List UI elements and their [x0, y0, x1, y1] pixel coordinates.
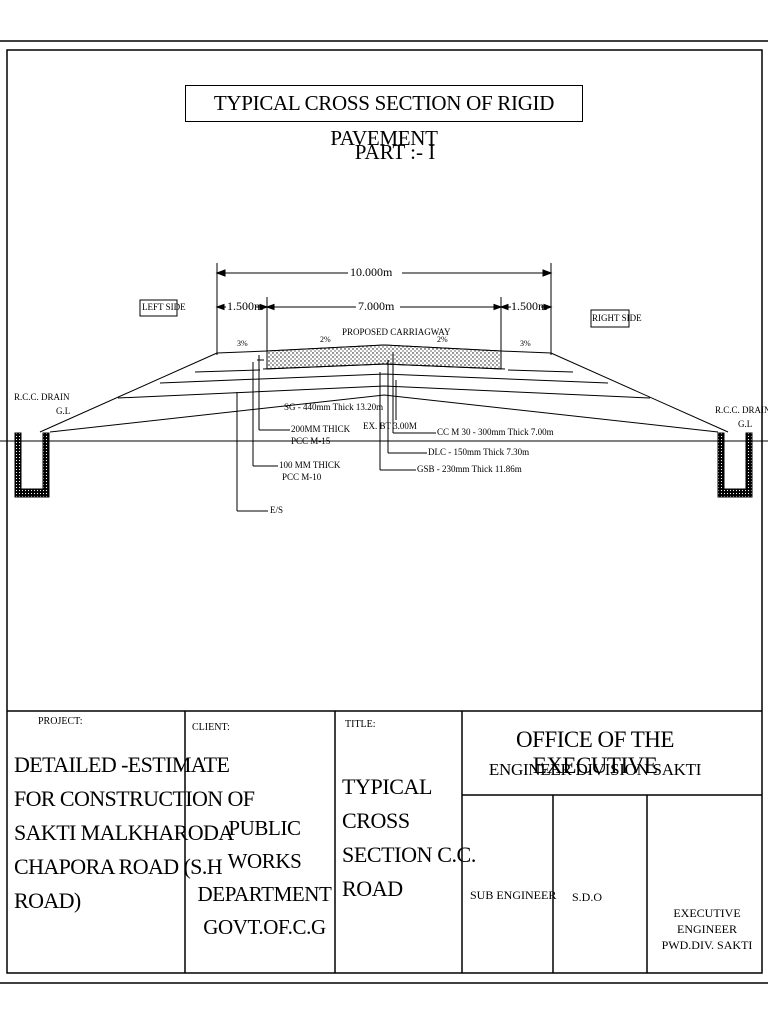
leader-lines: [236, 352, 436, 512]
client-name: PUBLIC WORKS DEPARTMENT GOVT.OF.C.G: [197, 816, 332, 939]
ccm30-label: CC M 30 - 300mm Thick 7.00m: [437, 427, 554, 437]
gl-left-label: G.L: [56, 406, 71, 416]
office-line-1: OFFICE OF THE EXECUTIVE: [516, 727, 674, 778]
rcc-drain-right: [717, 432, 753, 498]
right-side-label: RIGHT SIDE: [592, 313, 642, 323]
drawing-title: TYPICAL CROSS SECTION OF RIGID PAVEMENT: [185, 85, 583, 150]
dimension-lines: [215, 263, 553, 355]
slope-left-cw: 2%: [320, 335, 331, 344]
sub-engineer-label: SUB ENGINEER: [470, 888, 557, 902]
sdo-label: S.D.O: [572, 890, 603, 904]
ex-bt-label: EX. BT 3.00M: [363, 421, 417, 431]
left-side-box: [139, 299, 178, 317]
dim-total: 10.000m: [350, 265, 393, 279]
dlc-label: DLC - 150mm Thick 7.30m: [428, 447, 530, 457]
part-label: PART :- I: [354, 140, 436, 164]
sheet-border: [0, 40, 768, 984]
right-side-box: [590, 309, 630, 328]
dim-left-shoulder: 1.500m: [227, 299, 264, 313]
pcc100-line2: PCC M-10: [282, 472, 322, 482]
client-label: CLIENT:: [192, 722, 230, 733]
office-line-2: ENGINEER DIVISION SAKTI: [488, 760, 702, 779]
rcc-drain-right-label: R.C.C. DRAIN: [715, 405, 768, 415]
pcc200-line1: 200MM THICK: [291, 424, 351, 434]
gsb-label: GSB - 230mm Thick 11.86m: [417, 464, 522, 474]
pcc200-line2: PCC M-15: [291, 436, 331, 446]
executive-engineer-line1: EXECUTIVE ENGINEER: [673, 906, 741, 936]
left-side-label: LEFT SIDE: [142, 302, 186, 312]
gl-right-label: G.L: [738, 419, 753, 429]
drawing-title-block: TYPICAL CROSS SECTION C.C. ROAD: [342, 774, 476, 901]
project-label: PROJECT:: [38, 716, 83, 727]
slope-right-shoulder: 3%: [520, 339, 531, 348]
slope-right-cw: 2%: [437, 335, 448, 344]
sg-label: SG - 440mm Thick 13.20m: [284, 402, 384, 412]
es-label: E/S: [270, 505, 284, 515]
project-description: DETAILED -ESTIMATE FOR CONSTRUCTION OF S…: [14, 752, 255, 913]
title-label: TITLE:: [345, 719, 376, 730]
pcc100-line1: 100 MM THICK: [279, 460, 341, 470]
pavement-layers: [0, 344, 768, 442]
executive-engineer-line2: PWD.DIV. SAKTI: [661, 938, 753, 952]
dim-carriageway: 7.000m: [358, 299, 395, 313]
executive-engineer: EXECUTIVE ENGINEER PWD.DIV. SAKTI: [648, 905, 766, 953]
rcc-drain-left: [14, 432, 50, 498]
slope-left-shoulder: 3%: [237, 339, 248, 348]
dim-right-shoulder: 1.500m: [511, 299, 548, 313]
rcc-drain-left-label: R.C.C. DRAIN: [14, 392, 70, 402]
proposed-carriageway-label: PROPOSED CARRIAGWAY: [342, 327, 451, 337]
